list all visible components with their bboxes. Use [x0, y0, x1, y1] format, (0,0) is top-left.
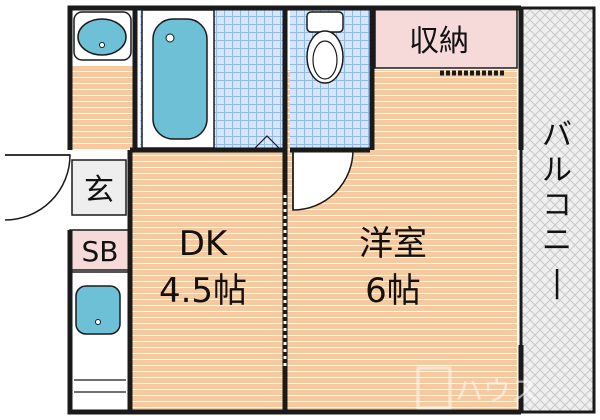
watermark-text: ハウス	[455, 374, 539, 407]
balcony-label: バ ル コ ニ |	[542, 118, 572, 300]
bathtub-icon	[152, 18, 208, 140]
toilet-icon	[306, 30, 344, 84]
toilet-room	[290, 8, 370, 150]
dk-room	[130, 150, 285, 412]
hall-floor	[70, 65, 135, 150]
dk-size: 4.5帖	[159, 271, 247, 311]
bathroom	[140, 8, 285, 150]
sink-icon	[77, 18, 127, 56]
entrance-floor	[71, 159, 127, 216]
washbasin-area	[70, 8, 135, 65]
western-size: 6帖	[365, 271, 421, 311]
shoebox-label: SB	[82, 235, 119, 268]
balcony-char: コ	[542, 188, 572, 223]
balcony-char: ル	[542, 153, 572, 188]
kitchen-counter	[69, 271, 131, 413]
storage: 収納	[374, 7, 518, 76]
room-door	[292, 149, 354, 211]
balcony: バ ル コ ニ |	[519, 6, 596, 414]
balcony-char: |	[552, 265, 562, 300]
storage-label: 収納	[409, 24, 469, 59]
balcony-char: バ	[542, 118, 572, 153]
dk-name: DK	[179, 224, 229, 264]
dk-label: DK 4.5帖	[159, 224, 247, 311]
entrance-label: 玄	[84, 173, 114, 208]
watermark: ハウス	[416, 366, 539, 410]
balcony-char: ニ	[542, 223, 572, 258]
front-door	[4, 154, 71, 221]
entrance-area: 玄 SB	[69, 150, 131, 271]
western-label: 洋室 6帖	[359, 224, 427, 311]
western-name: 洋室	[359, 224, 427, 264]
kitchen-sink-icon	[75, 285, 121, 335]
